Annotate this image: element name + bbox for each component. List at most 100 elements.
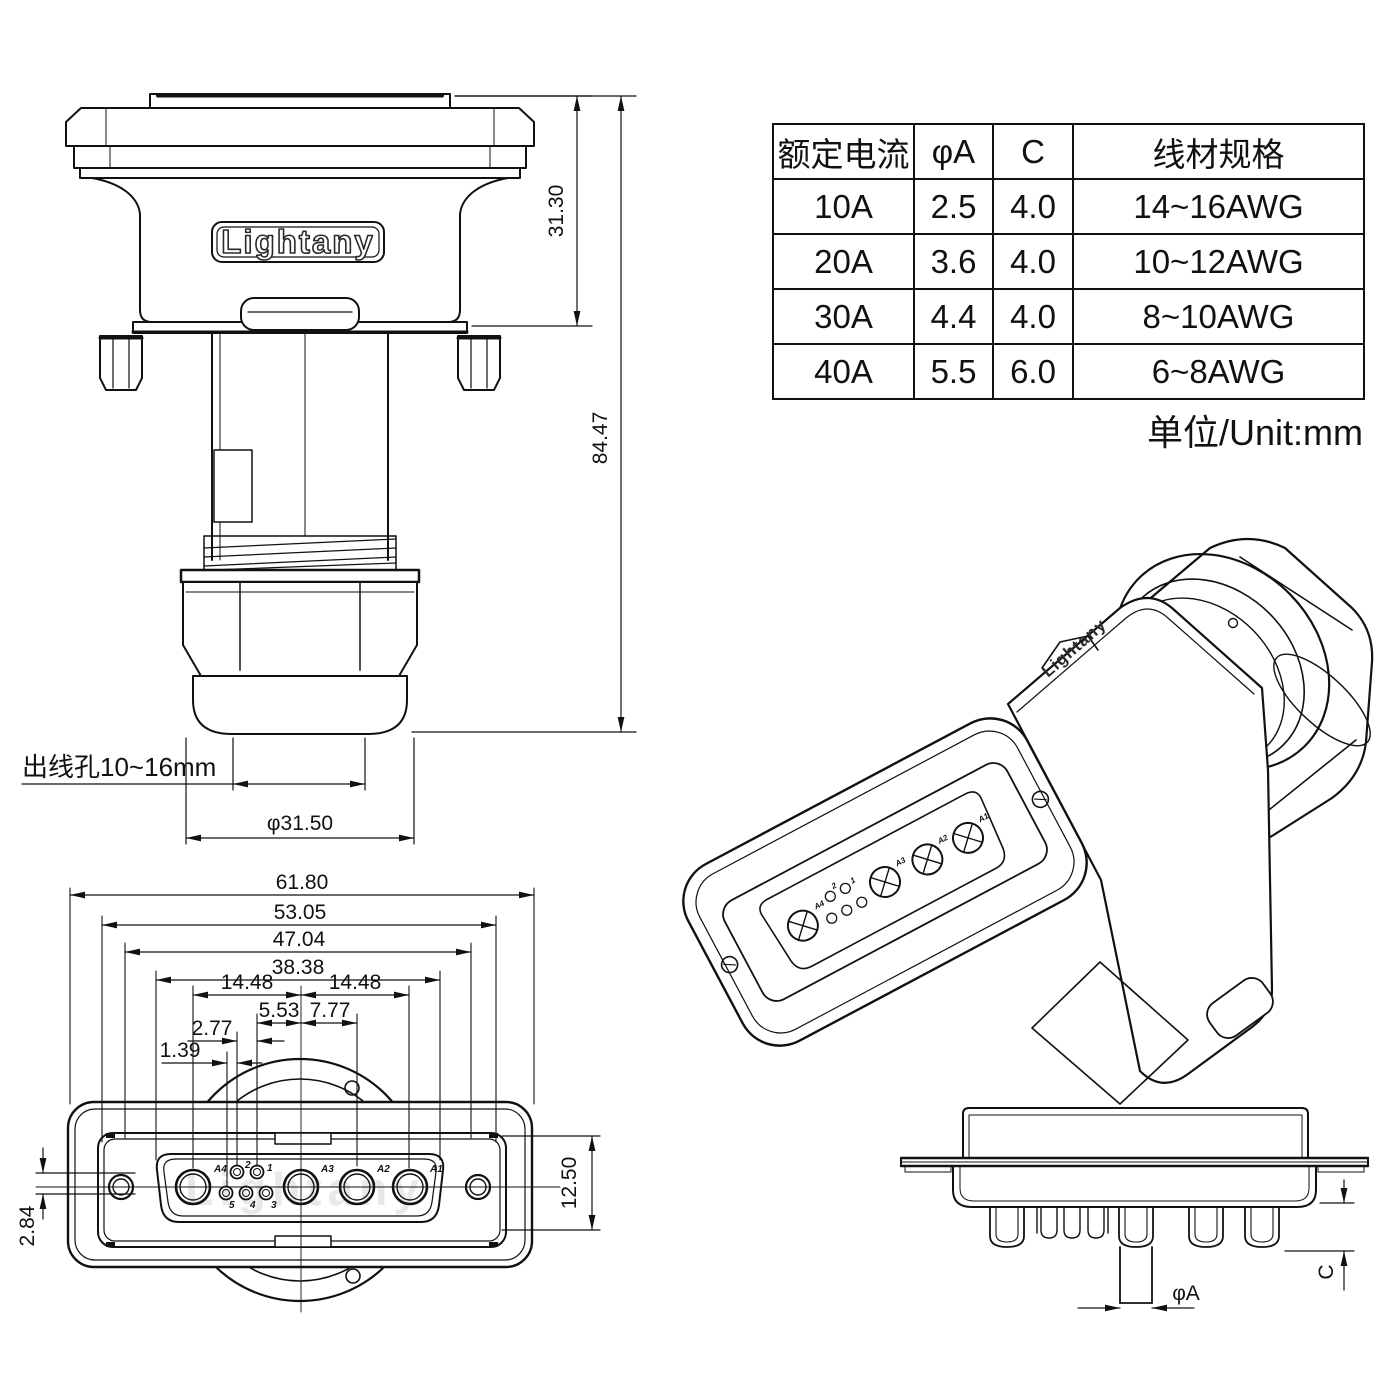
dim-insert-height: 12.50 bbox=[501, 1135, 601, 1231]
hood-flange bbox=[65, 107, 535, 147]
cell-phi-a: 2.5 bbox=[913, 178, 994, 235]
brand-badge bbox=[211, 221, 385, 263]
iso-hood-latch bbox=[1041, 635, 1099, 669]
dim-insert-width: 38.38 bbox=[155, 956, 441, 984]
pin-label-a1: A1 bbox=[429, 1164, 443, 1175]
dim-signal-spacing: 2.77 bbox=[187, 1017, 285, 1045]
pin-label-a4: A4 bbox=[213, 1164, 227, 1175]
svg-text:7.77: 7.77 bbox=[310, 999, 351, 1022]
dim-pitch-left: 14.48 bbox=[192, 971, 302, 999]
col-header-wire-spec: 线材规格 bbox=[1072, 123, 1365, 180]
jack-screw-right bbox=[457, 335, 501, 391]
svg-text:2.77: 2.77 bbox=[192, 1017, 233, 1040]
svg-text:2.84: 2.84 bbox=[16, 1205, 39, 1246]
dim-signal-right: 7.77 bbox=[300, 999, 358, 1027]
iso-dsub-insert bbox=[759, 791, 1006, 970]
iso-screw-right bbox=[1031, 790, 1050, 809]
cell-c: 4.0 bbox=[992, 233, 1074, 290]
svg-text:12.50: 12.50 bbox=[558, 1157, 581, 1210]
iso-label-patch bbox=[1031, 961, 1189, 1105]
power-solder-cups bbox=[989, 1206, 1280, 1248]
latch-slot-bottom bbox=[274, 1235, 332, 1248]
pin-label-a3: A3 bbox=[320, 1164, 334, 1175]
brand-label: Lightany bbox=[221, 223, 375, 260]
cell-c: 4.0 bbox=[992, 178, 1074, 235]
table-row: 10A 2.5 4.0 14~16AWG bbox=[772, 178, 1365, 235]
svg-text:38.38: 38.38 bbox=[272, 956, 325, 979]
gland-cap bbox=[192, 675, 408, 735]
front-view-drawing: Lightany bbox=[21, 93, 637, 845]
dim-gland-diameter: φ31.50 bbox=[185, 737, 415, 845]
svg-text:47.04: 47.04 bbox=[273, 928, 326, 951]
cell-current: 20A bbox=[772, 233, 915, 290]
face-view-drawing: Lightany bbox=[16, 871, 601, 1313]
isometric-view-drawing: Lightany A4 2 1 bbox=[682, 538, 1374, 1105]
dim-cable-hole: 出线孔10~16mm bbox=[21, 737, 366, 791]
svg-text:1.39: 1.39 bbox=[160, 1039, 201, 1062]
svg-text:出线孔10~16mm: 出线孔10~16mm bbox=[22, 752, 216, 782]
watermark: Lightany bbox=[185, 1163, 425, 1215]
tube-detail bbox=[213, 449, 253, 523]
svg-text:φA: φA bbox=[1172, 1282, 1200, 1305]
cell-current: 10A bbox=[772, 178, 915, 235]
pin-label-s1: 1 bbox=[267, 1163, 273, 1174]
cell-phi-a: 4.4 bbox=[913, 288, 994, 345]
col-header-phi-a: φA bbox=[913, 123, 994, 180]
svg-text:14.48: 14.48 bbox=[221, 971, 274, 994]
pin-label-s4: 4 bbox=[249, 1200, 256, 1211]
svg-text:C: C bbox=[1315, 1264, 1338, 1279]
cell-current: 30A bbox=[772, 288, 915, 345]
dim-pin-diameter: φA bbox=[1077, 1282, 1200, 1312]
pin-label-s2: 2 bbox=[244, 1160, 251, 1171]
dsub-insert bbox=[155, 1153, 445, 1223]
iso-stub bbox=[1206, 977, 1274, 1039]
table-row: 40A 5.5 6.0 6~8AWG bbox=[772, 343, 1365, 400]
gland-nut-flange bbox=[179, 568, 421, 584]
section-view-drawing: φA C bbox=[899, 1107, 1370, 1312]
cell-phi-a: 3.6 bbox=[913, 233, 994, 290]
col-header-c: C bbox=[992, 123, 1074, 180]
cell-c: 4.0 bbox=[992, 288, 1074, 345]
dim-recess-width: 47.04 bbox=[124, 928, 472, 956]
signal-solder-cups bbox=[1036, 1206, 1109, 1239]
svg-text:φ31.50: φ31.50 bbox=[267, 812, 333, 835]
dim-row-offset: 2.84 bbox=[16, 1147, 136, 1246]
dim-overall-width: 61.80 bbox=[69, 871, 535, 899]
iso-screw-left bbox=[720, 955, 739, 974]
table-row: 20A 3.6 4.0 10~12AWG bbox=[772, 233, 1365, 290]
cell-phi-a: 5.5 bbox=[913, 343, 994, 400]
pin-label-s3: 3 bbox=[271, 1200, 277, 1211]
svg-text:14.48: 14.48 bbox=[329, 971, 382, 994]
connector-flange bbox=[66, 1100, 534, 1269]
section-shell bbox=[962, 1107, 1309, 1159]
rear-screw-hole-top bbox=[344, 1080, 360, 1096]
hood-latch bbox=[240, 297, 360, 331]
cell-wire: 14~16AWG bbox=[1072, 178, 1365, 235]
iso-gland-endcap bbox=[1273, 653, 1371, 747]
col-header-rated-current: 额定电流 bbox=[772, 123, 915, 180]
cell-current: 40A bbox=[772, 343, 915, 400]
svg-text:84.47: 84.47 bbox=[589, 412, 612, 465]
svg-text:2: 2 bbox=[829, 881, 839, 892]
cell-wire: 10~12AWG bbox=[1072, 233, 1365, 290]
dim-pitch-right: 14.48 bbox=[300, 971, 410, 999]
pin-label-s5: 5 bbox=[229, 1200, 235, 1211]
cell-c: 6.0 bbox=[992, 343, 1074, 400]
table-row: 30A 4.4 4.0 8~10AWG bbox=[772, 288, 1365, 345]
rear-screw-hole-bottom bbox=[345, 1268, 361, 1284]
dim-pin-length: C bbox=[1284, 1179, 1355, 1291]
svg-text:5.53: 5.53 bbox=[259, 999, 300, 1022]
spec-table-header-row: 额定电流 φA C 线材规格 bbox=[772, 123, 1365, 180]
section-pin bbox=[1119, 1246, 1153, 1304]
unit-note: 单位/Unit:mm bbox=[1146, 412, 1363, 453]
spec-table: 额定电流 φA C 线材规格 10A 2.5 4.0 14~16AWG 20A … bbox=[772, 123, 1365, 400]
iso-face-recess bbox=[722, 762, 1048, 1002]
svg-text:53.05: 53.05 bbox=[274, 901, 327, 924]
cell-wire: 8~10AWG bbox=[1072, 288, 1365, 345]
dim-total-height: 84.47 bbox=[411, 95, 637, 733]
gland-nut bbox=[182, 581, 418, 677]
svg-text:61.80: 61.80 bbox=[276, 871, 329, 894]
svg-text:1: 1 bbox=[849, 875, 858, 885]
